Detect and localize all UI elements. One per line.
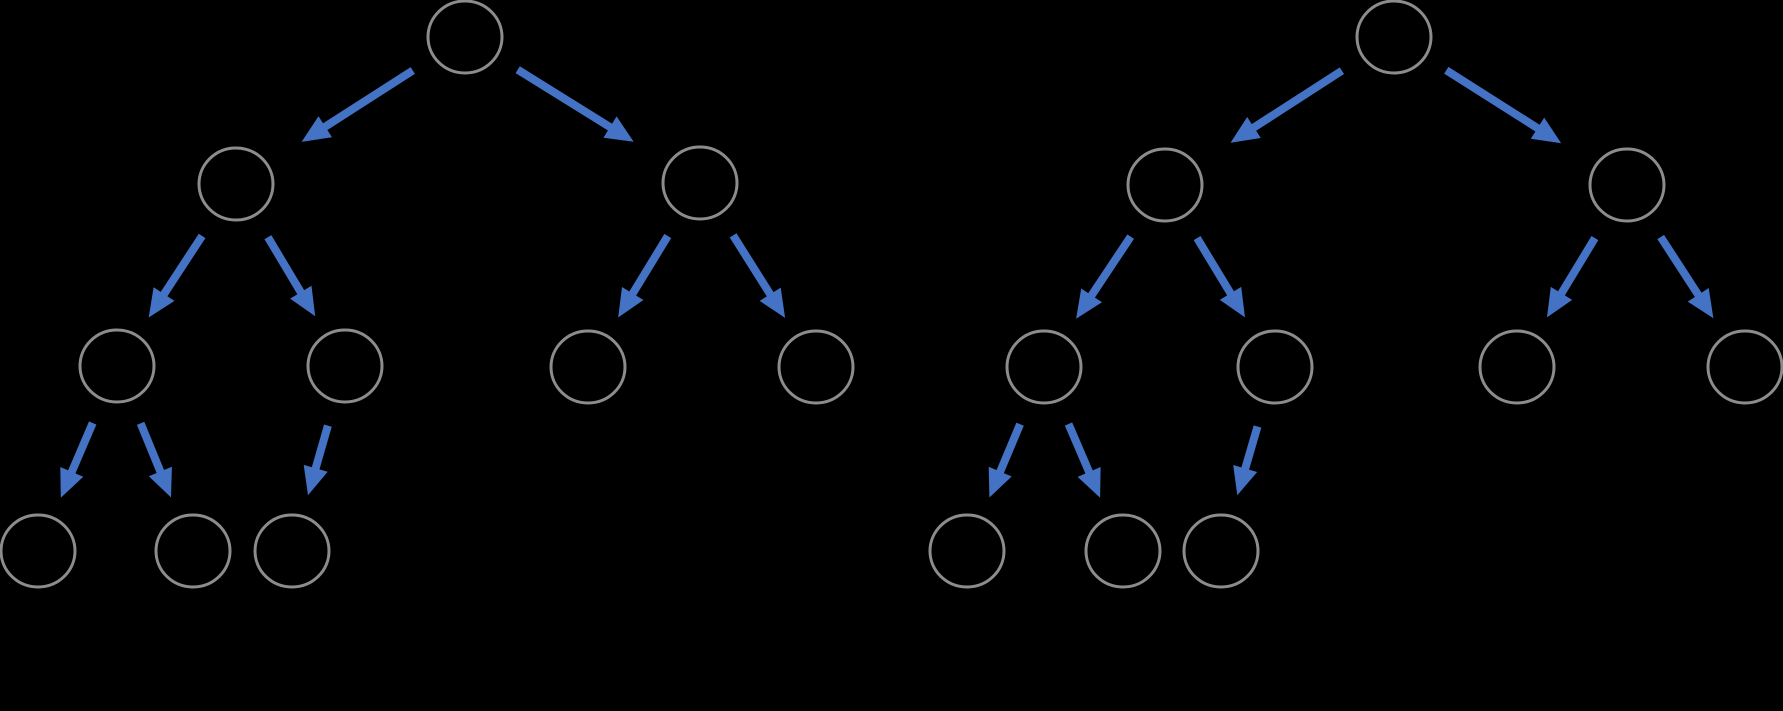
arrow-shaft: [67, 421, 97, 476]
tree-edge-LL-LLL: [60, 421, 97, 498]
tree-edge-L-LR: [1193, 236, 1245, 318]
tree-edge-root-R: [515, 66, 634, 142]
tree-node-L: [197, 146, 275, 222]
arrow-shaft: [1064, 422, 1094, 476]
tree-node-LR: [1236, 329, 1314, 405]
tree-edge-LR-LRL: [303, 424, 332, 496]
arrow-shaft: [1556, 236, 1599, 298]
tree-node-R: [1588, 147, 1666, 223]
arrow-head-icon: [1233, 465, 1258, 496]
tree-node-L: [1126, 147, 1204, 223]
tree-node-LL: [78, 328, 156, 404]
arrow-head-icon: [603, 116, 634, 142]
arrow-head-icon: [148, 287, 175, 318]
tree-node-LLL: [0, 513, 77, 589]
arrow-head-icon: [759, 287, 786, 318]
arrow-shaft: [1657, 234, 1703, 299]
tree-node-R: [661, 145, 739, 221]
arrow-head-icon: [1076, 288, 1102, 319]
tree-edge-L-LL: [1076, 234, 1135, 319]
tree-edge-LL-LLL: [988, 422, 1024, 498]
tree-edge-root-L: [301, 67, 415, 142]
arrow-head-icon: [60, 467, 84, 498]
tree-edge-R-RR: [729, 233, 786, 318]
arrow-shaft: [264, 235, 306, 296]
arrow-shaft: [1087, 234, 1135, 300]
tree-node-LL: [1005, 329, 1083, 405]
tree-node-LRL: [253, 513, 331, 589]
tree-node-LLR: [154, 513, 232, 589]
arrow-shaft: [1240, 425, 1262, 472]
arrow-head-icon: [1230, 117, 1261, 143]
arrow-head-icon: [1077, 467, 1101, 498]
arrow-head-icon: [618, 287, 644, 318]
tree-node-RR: [777, 329, 855, 405]
right-binary-tree: [928, 0, 1783, 589]
arrow-shaft: [515, 66, 614, 132]
tree-edge-L-LR: [264, 235, 316, 317]
arrow-head-icon: [148, 466, 172, 498]
tree-node-LRL: [1182, 513, 1260, 589]
tree-edge-root-R: [1444, 66, 1562, 144]
tree-node-LR: [306, 328, 384, 404]
tree-edge-L-LL: [148, 233, 206, 318]
arrow-shaft: [995, 422, 1024, 476]
arrow-head-icon: [988, 466, 1012, 498]
tree-edge-R-RR: [1657, 234, 1714, 319]
arrow-shaft: [321, 67, 415, 132]
left-binary-tree: [0, 0, 855, 589]
arrow-shaft: [729, 233, 775, 299]
tree-edge-R-RL: [1547, 236, 1599, 318]
tree-edge-LL-LLR: [1064, 422, 1101, 498]
arrow-head-icon: [1530, 117, 1562, 144]
arrow-head-icon: [290, 285, 316, 317]
tree-node-LLR: [1084, 513, 1162, 589]
arrow-head-icon: [1687, 288, 1714, 319]
tree-node-RL: [1478, 329, 1556, 405]
tree-edge-R-RL: [618, 233, 672, 318]
arrow-shaft: [136, 421, 165, 475]
arrow-shaft: [1250, 67, 1345, 132]
arrow-shaft: [311, 424, 332, 472]
tree-edge-LL-LLR: [136, 421, 172, 498]
arrow-shaft: [1193, 236, 1236, 298]
tree-edge-LR-LRL: [1233, 425, 1262, 496]
arrow-shaft: [159, 233, 206, 298]
tree-node-LLL: [928, 513, 1006, 589]
tree-node-RR: [1706, 329, 1783, 405]
arrow-head-icon: [1547, 286, 1573, 318]
tree-edge-root-L: [1230, 67, 1345, 143]
arrow-head-icon: [1219, 286, 1245, 318]
tree-node-RL: [549, 329, 627, 405]
arrow-head-icon: [301, 116, 332, 142]
arrow-shaft: [1444, 66, 1542, 133]
arrow-shaft: [628, 233, 672, 298]
arrow-head-icon: [303, 464, 328, 496]
tree-node-root: [1355, 0, 1433, 75]
tree-node-root: [426, 0, 504, 75]
